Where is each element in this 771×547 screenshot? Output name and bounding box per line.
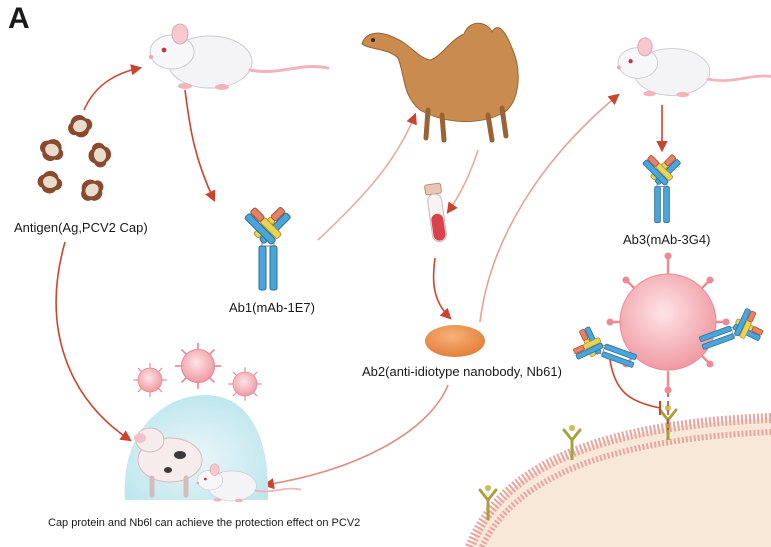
camel-icon bbox=[361, 22, 519, 143]
ab1-label: Ab1(mAb-1E7) bbox=[229, 300, 315, 315]
virus-icon bbox=[606, 252, 730, 394]
antigen-label: Antigen(Ag,PCV2 Cap) bbox=[14, 220, 148, 235]
virus-icon bbox=[132, 342, 263, 402]
mouse-icon bbox=[615, 36, 771, 99]
pig-icon bbox=[134, 427, 203, 498]
antigen-particles-icon bbox=[35, 111, 114, 207]
antibody-icon bbox=[243, 206, 292, 291]
panel-letter: A bbox=[8, 2, 30, 35]
ab2-label: Ab2(anti-idiotype nanobody, Nb61) bbox=[362, 364, 562, 379]
antibody-icon bbox=[642, 153, 682, 224]
ab3-label: Ab3(mAb-3G4) bbox=[623, 232, 711, 247]
caption-label: Cap protein and Nb6l can achieve the pro… bbox=[48, 517, 361, 529]
nanobody-icon bbox=[425, 325, 485, 357]
mouse-icon bbox=[147, 22, 330, 92]
blood-tube-icon bbox=[424, 182, 447, 243]
cell-membrane-icon bbox=[465, 413, 771, 547]
